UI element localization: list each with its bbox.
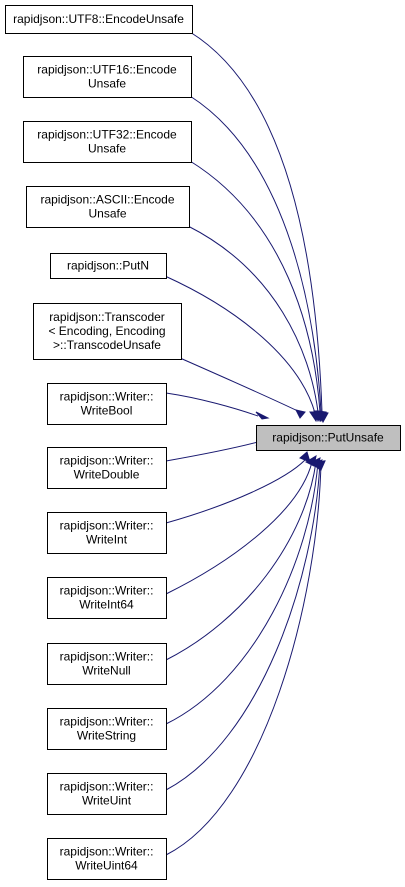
caller-node-box (47, 643, 167, 685)
caller-node-box (47, 773, 167, 815)
target-node[interactable]: rapidjson::PutUnsafe (256, 425, 401, 451)
caller-node-label: Unsafe (88, 77, 126, 91)
caller-node-box (47, 447, 167, 489)
caller-node-label: rapidjson::Transcoder (49, 310, 165, 324)
arrowhead-8 (299, 451, 311, 463)
caller-node-label: < Encoding, Encoding (48, 324, 165, 338)
caller-node-box (33, 303, 182, 360)
caller-node-label: rapidjson::Writer:: (60, 845, 154, 859)
caller-node-box (47, 708, 167, 750)
caller-node-label: WriteNull (82, 664, 130, 678)
edge-caller-11 (165, 461, 319, 725)
edge-caller-3 (187, 225, 319, 413)
caller-node-label: rapidjson::Writer:: (60, 650, 154, 664)
edge-caller-1 (189, 95, 322, 413)
caller-node-box (5, 5, 193, 34)
caller-node-label: rapidjson::PutN (67, 259, 149, 273)
caller-node-label: rapidjson::UTF16::Encode (37, 63, 177, 77)
edge-caller-9 (165, 461, 313, 595)
caller-node[interactable]: rapidjson::Writer::WriteBool (47, 383, 167, 425)
arrowhead-6 (255, 411, 270, 420)
edge-caller-7 (165, 441, 259, 462)
target-node-label: rapidjson::PutUnsafe (272, 431, 384, 445)
caller-node-label: rapidjson::Writer:: (60, 390, 154, 404)
edge-caller-4 (164, 275, 316, 414)
edge-caller-13 (165, 461, 322, 856)
caller-node-label: rapidjson::UTF8::EncodeUnsafe (13, 12, 184, 26)
target-node-box (256, 425, 401, 451)
caller-node[interactable]: rapidjson::UTF32::EncodeUnsafe (23, 121, 192, 163)
caller-node[interactable]: rapidjson::ASCII::EncodeUnsafe (26, 186, 190, 228)
caller-node-label: rapidjson::Writer:: (60, 780, 154, 794)
caller-node-label: WriteInt (86, 533, 128, 547)
caller-node-box (47, 838, 167, 880)
edge-caller-12 (165, 461, 321, 791)
caller-node[interactable]: rapidjson::Writer::WriteDouble (47, 447, 167, 489)
caller-node-label: WriteUint64 (75, 859, 138, 873)
edges (164, 31, 329, 856)
caller-node-label: WriteDouble (74, 468, 140, 482)
caller-node-label: Unsafe (88, 142, 126, 156)
caller-node[interactable]: rapidjson::UTF8::EncodeUnsafe (5, 5, 193, 34)
edge-caller-0 (189, 31, 323, 413)
caller-node[interactable]: rapidjson::Writer::WriteInt64 (47, 577, 167, 619)
arrowhead-13 (315, 460, 326, 472)
caller-node-label: WriteUint (82, 794, 132, 808)
caller-node[interactable]: rapidjson::Writer::WriteUint (47, 773, 167, 815)
edge-caller-5 (179, 357, 303, 414)
arrowhead-4 (309, 411, 320, 423)
caller-node-box (23, 56, 192, 98)
edge-caller-10 (165, 461, 317, 661)
caller-node-box (47, 512, 167, 554)
caller-node-box (23, 121, 192, 163)
caller-node[interactable]: rapidjson::Writer::WriteInt (47, 512, 167, 554)
caller-node-label: rapidjson::Writer:: (60, 584, 154, 598)
caller-node-label: rapidjson::Writer:: (60, 454, 154, 468)
edge-caller-8 (165, 459, 306, 524)
caller-node-label: >::TranscodeUnsafe (53, 338, 161, 352)
caller-node-label: WriteString (77, 729, 136, 743)
caller-node[interactable]: rapidjson::Transcoder< Encoding, Encodin… (33, 303, 182, 360)
caller-node-label: rapidjson::UTF32::Encode (37, 128, 177, 142)
arrowhead-5 (295, 409, 306, 419)
caller-node[interactable]: rapidjson::PutN (50, 253, 167, 279)
caller-node-label: rapidjson::Writer:: (60, 715, 154, 729)
edge-caller-6 (165, 392, 259, 417)
nodes: rapidjson::UTF8::EncodeUnsaferapidjson::… (5, 5, 401, 880)
caller-node-label: rapidjson::ASCII::Encode (40, 193, 174, 207)
caller-node-box (26, 186, 190, 228)
caller-node-label: WriteBool (81, 404, 133, 418)
caller-node[interactable]: rapidjson::Writer::WriteNull (47, 643, 167, 685)
caller-node-box (50, 253, 167, 279)
edge-caller-2 (189, 160, 321, 413)
caller-node[interactable]: rapidjson::Writer::WriteString (47, 708, 167, 750)
caller-node[interactable]: rapidjson::UTF16::EncodeUnsafe (23, 56, 192, 98)
caller-node-label: rapidjson::Writer:: (60, 519, 154, 533)
caller-node-box (47, 383, 167, 425)
caller-node-label: Unsafe (88, 207, 126, 221)
caller-node-label: WriteInt64 (79, 598, 134, 612)
caller-node-box (47, 577, 167, 619)
caller-node[interactable]: rapidjson::Writer::WriteUint64 (47, 838, 167, 880)
